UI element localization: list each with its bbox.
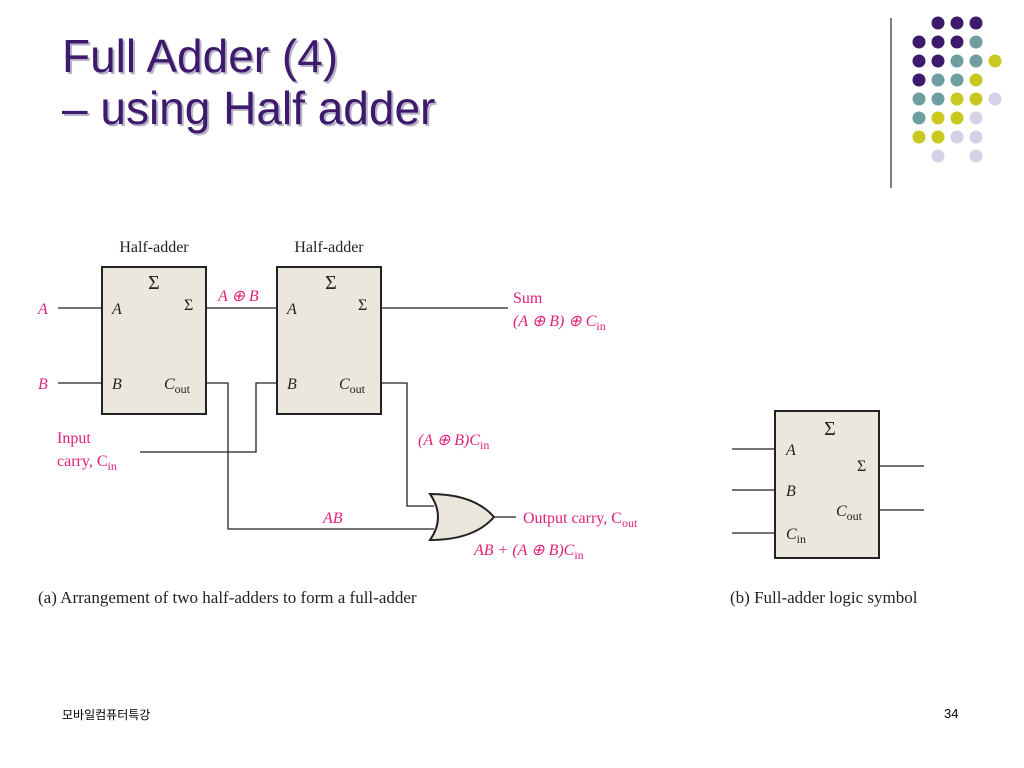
- decorative-dot: [969, 130, 983, 144]
- caption-b: (b) Full-adder logic symbol: [730, 588, 918, 607]
- input-a-label: A: [37, 301, 48, 318]
- decorative-dot: [912, 35, 926, 49]
- ab-label: AB: [322, 510, 343, 527]
- input-carry-label-line1: Input: [57, 430, 91, 447]
- sum-label: Sum: [513, 290, 543, 307]
- slide-number: 34: [944, 706, 959, 721]
- slide-title-line1: Full Adder (4): [62, 30, 339, 82]
- wires-a: [58, 307, 516, 530]
- decorative-dot: [931, 54, 945, 68]
- slide-title-line2: – using Half adder: [62, 82, 436, 134]
- input-b-label: B: [38, 376, 48, 393]
- full-adder-port-cin: Cin: [786, 526, 806, 546]
- full-adder-port-cout: Cout: [836, 503, 863, 523]
- decorative-dot: [931, 92, 945, 106]
- full-adder-sigma: Σ: [824, 418, 836, 440]
- input-carry-label-line2: carry, Cin: [57, 453, 117, 473]
- decorative-dot: [950, 73, 964, 87]
- decorative-dot: [950, 111, 964, 125]
- full-adder-port-a: A: [785, 442, 796, 459]
- decorative-dot: [931, 73, 945, 87]
- decorative-dot: [950, 92, 964, 106]
- footer-course-title: 모바일컴퓨터특강: [62, 708, 151, 722]
- decorative-dot: [912, 54, 926, 68]
- decorative-dot: [950, 35, 964, 49]
- decorative-dot: [988, 92, 1002, 106]
- decorative-dot: [950, 16, 964, 30]
- decorative-dot: [969, 16, 983, 30]
- decorative-dot: [969, 35, 983, 49]
- decorative-dot: [931, 111, 945, 125]
- half-adder-2-port-sum: Σ: [358, 297, 367, 314]
- half-adder-2-port-a: A: [286, 301, 297, 318]
- carry-expression: AB + (A ⊕ B)Cin: [473, 542, 584, 562]
- half-adder-1-sigma: Σ: [148, 272, 160, 294]
- decorative-dot: [988, 54, 1002, 68]
- mid-carry-label: (A ⊕ B)Cin: [418, 432, 489, 452]
- slide-title: Full Adder (4) – using Half adder: [62, 30, 435, 134]
- half-adder-2-sigma: Σ: [325, 272, 337, 294]
- caption-a: (a) Arrangement of two half-adders to fo…: [38, 588, 417, 607]
- decorative-dot: [912, 130, 926, 144]
- full-adder-symbol: Σ A B Cin Σ Cout: [732, 410, 924, 559]
- decorative-dot: [931, 16, 945, 30]
- half-adder-1-title: Half-adder: [119, 239, 189, 256]
- decorative-dot: [950, 54, 964, 68]
- decorative-dot: [950, 130, 964, 144]
- or-gate: [428, 492, 496, 542]
- decorative-dot: [931, 35, 945, 49]
- sum-expression: (A ⊕ B) ⊕ Cin: [513, 313, 606, 333]
- half-adder-2-title: Half-adder: [294, 239, 364, 256]
- half-adder-1-port-cout: Cout: [164, 376, 191, 396]
- output-carry-label: Output carry, Cout: [523, 510, 638, 530]
- decorative-dot: [912, 111, 926, 125]
- decorative-dot: [912, 73, 926, 87]
- half-adder-2: Half-adder Σ A B Σ Cout: [276, 239, 382, 415]
- full-adder-port-sum: Σ: [857, 458, 866, 475]
- decorative-dot: [969, 54, 983, 68]
- half-adder-1-port-b: B: [112, 376, 122, 393]
- full-adder-port-b: B: [786, 483, 796, 500]
- decorative-dot: [912, 92, 926, 106]
- half-adder-1-port-a: A: [111, 301, 122, 318]
- decorative-dot: [969, 92, 983, 106]
- half-adder-2-port-cout: Cout: [339, 376, 366, 396]
- decorative-dot: [969, 73, 983, 87]
- half-adder-2-port-b: B: [287, 376, 297, 393]
- decorative-dot: [931, 149, 945, 163]
- a-xor-b-label: A ⊕ B: [217, 288, 259, 305]
- decorative-dot: [969, 149, 983, 163]
- decorative-dot: [969, 111, 983, 125]
- decorative-dot: [931, 130, 945, 144]
- half-adder-1-port-sum: Σ: [184, 297, 193, 314]
- half-adder-1: Half-adder Σ A B Σ Cout: [101, 239, 207, 415]
- decorative-dot-grid: [890, 16, 1002, 188]
